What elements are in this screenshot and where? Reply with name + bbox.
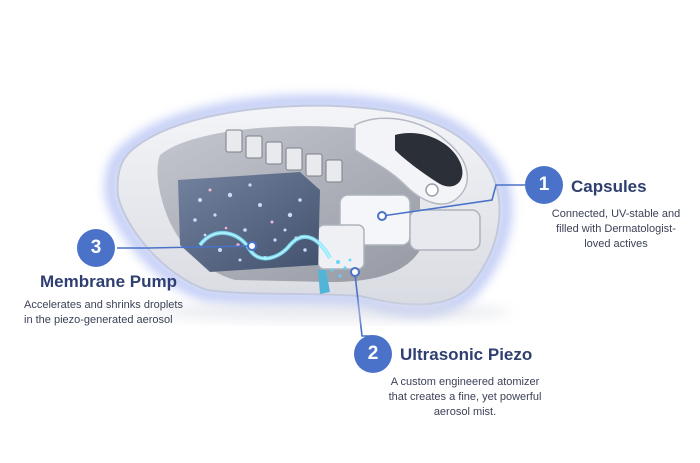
circuit-connectors (225, 129, 343, 183)
callout-1-title: Capsules (571, 177, 647, 196)
callout-2-title: Ultrasonic Piezo (400, 345, 533, 364)
callout-3-title: Membrane Pump (40, 272, 177, 291)
shell-glow (104, 94, 513, 317)
callout-2-badge: 2 (354, 335, 392, 373)
callout-1-description: Connected, UV-stable and filled with Der… (551, 208, 681, 250)
capsule-assembly (317, 183, 481, 270)
ground-shadow (150, 302, 510, 322)
callout-2-description: A custom engineered atomizer that create… (388, 376, 542, 418)
liquid-tank (178, 172, 320, 272)
piezo-stem (318, 270, 330, 294)
nozzle-tip (395, 133, 463, 187)
callout-3-badge: 3 (77, 229, 115, 267)
callout-3-description: Accelerates and shrinks droplets in the … (24, 299, 183, 326)
leader-dots (247, 211, 387, 277)
tank-sparkles (193, 183, 307, 262)
callout-1-badge: 1 (525, 166, 563, 204)
